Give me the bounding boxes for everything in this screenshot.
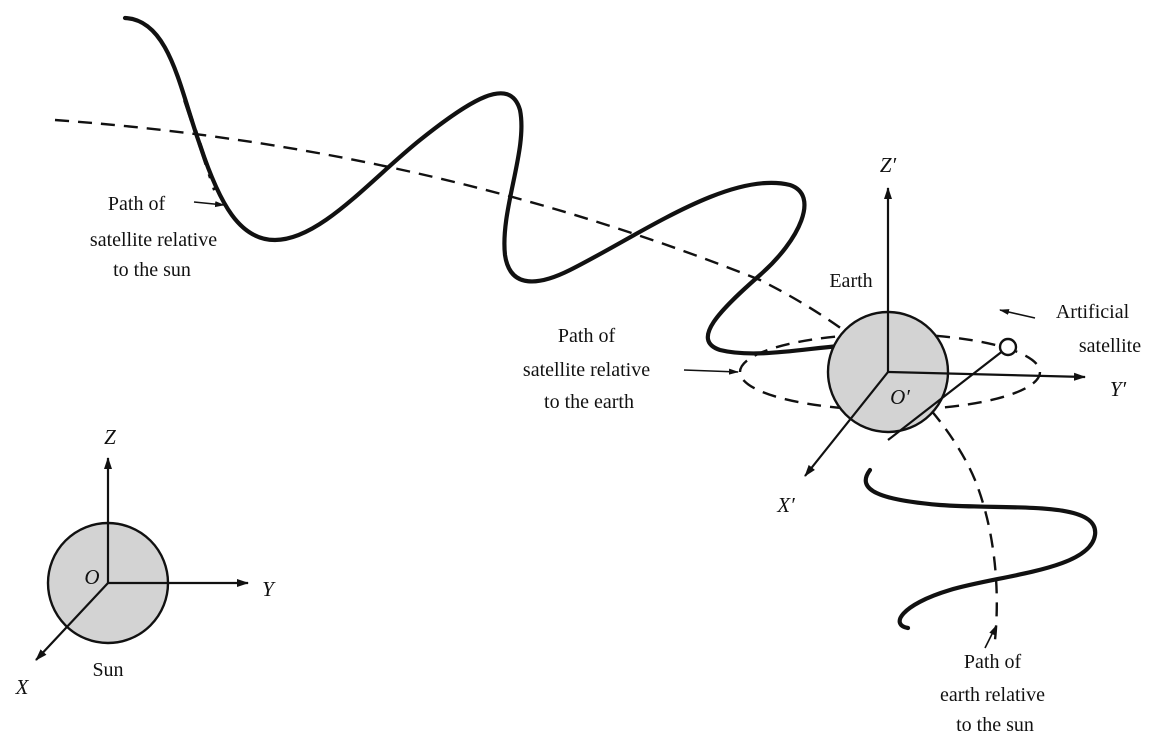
leader-sat-sun: [193, 201, 225, 208]
sun-z-label: Z: [104, 425, 116, 449]
label-earth-sun: Path of earth relative to the sun: [940, 651, 1050, 735]
earth-y-axis: [887, 370, 1086, 381]
leader-sat-earth: [683, 368, 739, 375]
label-sat-sun: Path of satellite relative to the sun: [90, 193, 222, 281]
label-sun: Sun: [92, 659, 123, 681]
earth-z-label: Z′: [880, 153, 897, 177]
satellite-lower-path: [863, 467, 1098, 631]
earth-x-label: X′: [776, 493, 795, 517]
satellite-icon: [998, 337, 1018, 357]
sun-origin-label: O: [84, 565, 99, 589]
sun-y-label: Y: [262, 577, 276, 601]
sun-x-label: X: [15, 675, 30, 699]
earth-y-label: Y′: [1110, 377, 1127, 401]
label-earth: Earth: [829, 270, 872, 292]
earth-origin-label: O′: [890, 385, 910, 409]
label-sat-earth: Path of satellite relative to the earth: [523, 325, 655, 413]
satellite-sun-path: [122, 15, 863, 356]
satellite-sun-path-dashdot: [183, 99, 217, 191]
satellite-radius-line: [887, 349, 1005, 441]
earth-x-axis: [804, 371, 889, 477]
earth-sun-path: [54, 118, 999, 641]
leader-satellite: [999, 309, 1036, 319]
leader-earth-sun: [984, 625, 997, 649]
sun-x-axis: [35, 582, 109, 661]
label-satellite: Artificial satellite: [1056, 301, 1141, 357]
